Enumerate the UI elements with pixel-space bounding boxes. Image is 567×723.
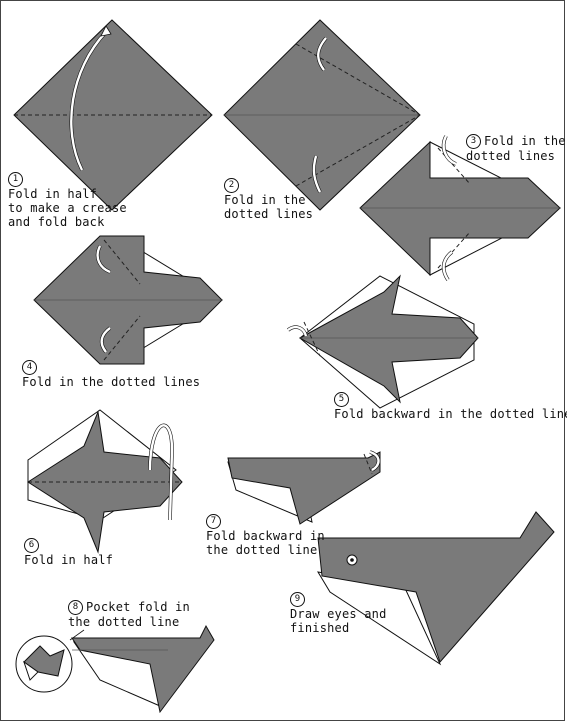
step-9-figure xyxy=(317,511,555,666)
step-6-figure xyxy=(27,409,183,554)
step-4-figure xyxy=(33,235,223,365)
step-2-figure xyxy=(223,19,421,211)
step-3-figure xyxy=(359,135,562,281)
step-5-figure xyxy=(286,274,479,409)
step-7-figure xyxy=(227,450,381,525)
step-1-figure xyxy=(13,19,213,211)
arrow-head-icon xyxy=(100,25,112,37)
step-8-figure xyxy=(15,624,215,714)
